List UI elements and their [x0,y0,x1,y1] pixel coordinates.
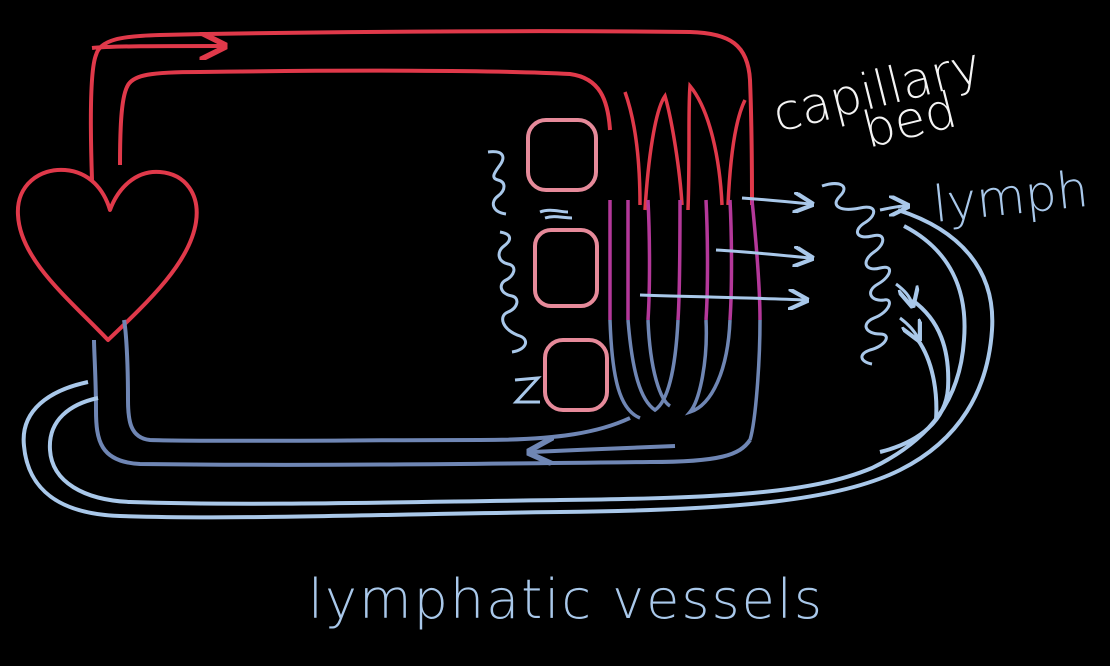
artery-arrow [92,46,222,48]
lymphatic-vessels-label: lymphatic vessels [308,568,824,631]
